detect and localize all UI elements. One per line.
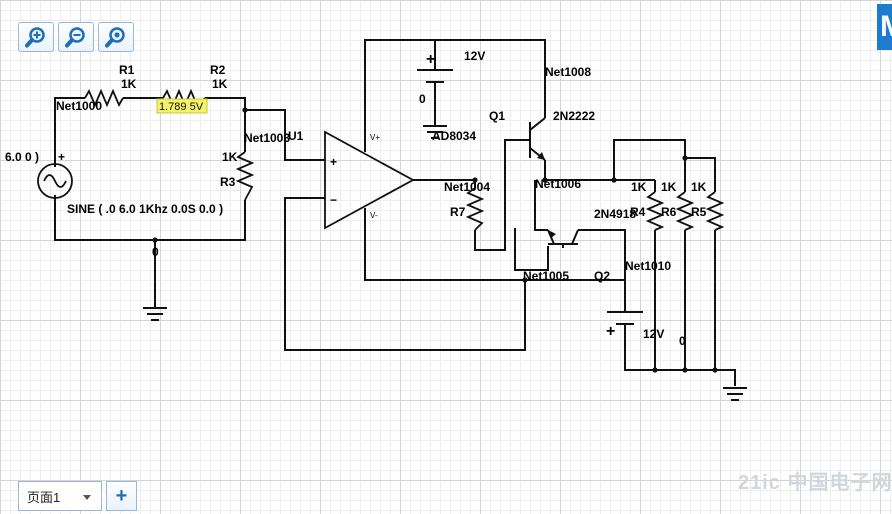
net1004-label: Net1004 [444, 180, 490, 194]
net1010-label: Net1010 [625, 259, 671, 273]
ground-right-label: 0 [679, 334, 686, 348]
net1003-label: Net1003 [244, 131, 290, 145]
wires [54, 39, 736, 386]
net1008-label: Net1008 [545, 65, 591, 79]
resistor-r3[interactable] [235, 151, 255, 201]
voltage-probe-box[interactable] [156, 98, 208, 114]
u1-vminus-label: V- [370, 211, 378, 220]
battery-bottom-polarity: + [606, 323, 615, 340]
r3-value: 1K [222, 150, 238, 164]
transistor-q1[interactable] [529, 112, 546, 161]
u1-model: AD8034 [432, 129, 476, 143]
r2-value: 1K [212, 77, 228, 91]
chevron-down-icon [83, 495, 91, 500]
resistor-r5[interactable] [705, 191, 725, 231]
q1-ref: Q1 [489, 109, 505, 123]
q2-model: 2N4918 [594, 207, 636, 221]
junctions [152, 107, 718, 373]
resistor-r4[interactable] [645, 191, 665, 231]
r6-ref: R6 [661, 205, 677, 219]
battery-top-polarity: + [426, 51, 435, 68]
q1-model: 2N2222 [553, 109, 595, 123]
u1-ref: U1 [288, 129, 304, 143]
battery-top[interactable] [417, 58, 453, 83]
r4-ref: R4 [630, 205, 646, 219]
brand-logo: M [877, 4, 892, 50]
net1005-label: Net1005 [523, 269, 569, 283]
battery-top-voltage: 12V [464, 49, 485, 63]
battery-bottom-voltage: 12V [643, 327, 664, 341]
r1-value: 1K [121, 77, 137, 91]
site-watermark: 21ic 中国电子网 [738, 472, 892, 494]
u1-in-plus: + [330, 155, 337, 169]
ground-symbol-left [143, 307, 167, 321]
r3-ref: R3 [220, 175, 236, 189]
battery-bottom[interactable] [607, 308, 643, 325]
sine-source[interactable] [37, 163, 73, 199]
source-param: SINE ( .0 6.0 1Khz 0.0S 0.0 ) [67, 202, 223, 216]
r2-ref: R2 [210, 63, 226, 77]
net1000-label: Net1000 [56, 99, 102, 113]
zoom-toolbar [18, 22, 134, 52]
transistor-q2[interactable] [547, 229, 579, 248]
r7-ref: R7 [450, 205, 466, 219]
q2-ref: Q2 [594, 269, 610, 283]
source-label: 6.0 0 ) [5, 150, 39, 164]
zoom-fit-icon [105, 27, 125, 48]
zoom-out-icon [65, 27, 85, 48]
r5-value: 1K [691, 180, 707, 194]
page-selector-label: 页面1 [27, 489, 61, 505]
resistor-r7[interactable] [465, 187, 485, 231]
ground-mid-label: 0 [152, 245, 159, 259]
r5-ref: R5 [691, 205, 707, 219]
opamp-u1[interactable] [324, 130, 415, 230]
r6-value: 1K [661, 180, 677, 194]
ground-symbol-top [423, 125, 447, 139]
zoom-in-icon [25, 27, 45, 48]
voltage-probe-value: 1.789 5V [159, 101, 204, 113]
r4-value: 1K [631, 180, 647, 194]
net1006-label: Net1006 [535, 177, 581, 191]
add-page-button[interactable]: + [106, 481, 137, 511]
source-polarity: + [58, 150, 65, 164]
ground-symbol-right [723, 387, 747, 401]
page-selector[interactable]: 页面1 [18, 481, 102, 511]
zoom-out-button[interactable] [58, 22, 94, 52]
resistor-r1[interactable] [84, 88, 124, 108]
zoom-fit-button[interactable] [98, 22, 134, 52]
zoom-in-button[interactable] [18, 22, 54, 52]
u1-vplus-label: V+ [370, 133, 380, 142]
u1-in-minus: − [330, 193, 337, 207]
resistor-r6[interactable] [675, 191, 695, 231]
r1-ref: R1 [119, 63, 135, 77]
battery-top-ground-label: 0 [419, 92, 426, 106]
